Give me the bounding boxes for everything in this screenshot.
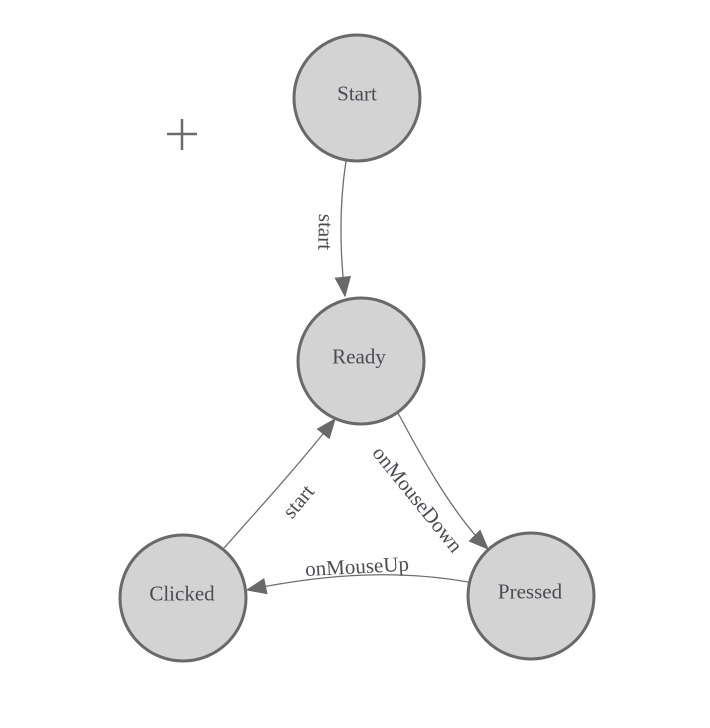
- state-circle-start[interactable]: [292, 33, 422, 163]
- state-circle-clicked[interactable]: [118, 533, 248, 663]
- state-node-clicked[interactable]: Clicked: [118, 533, 248, 663]
- edge-pressed-to-clicked[interactable]: onMouseUp: [245, 552, 469, 595]
- state-circle-pressed[interactable]: [466, 531, 596, 661]
- edge-path-pressed-to-clicked[interactable]: [245, 574, 469, 595]
- state-label-pressed: Pressed: [498, 579, 563, 603]
- state-label-start: Start: [337, 81, 377, 105]
- edge-path-ready-to-pressed[interactable]: [397, 412, 490, 551]
- crosshair-marker: [167, 119, 197, 150]
- state-node-ready[interactable]: Ready: [296, 296, 426, 426]
- state-node-pressed[interactable]: Pressed: [466, 531, 596, 661]
- state-label-clicked: Clicked: [149, 581, 215, 605]
- edge-label-pressed-to-clicked: onMouseUp: [305, 552, 410, 581]
- edge-label-start-to-ready: start: [313, 214, 338, 251]
- edge-start-to-ready[interactable]: start: [313, 160, 352, 298]
- edge-path-start-to-ready[interactable]: [334, 160, 352, 298]
- state-circle-ready[interactable]: [296, 296, 426, 426]
- state-label-ready: Ready: [332, 344, 386, 368]
- state-node-start[interactable]: Start: [292, 33, 422, 163]
- edge-path-clicked-to-ready[interactable]: [223, 417, 336, 549]
